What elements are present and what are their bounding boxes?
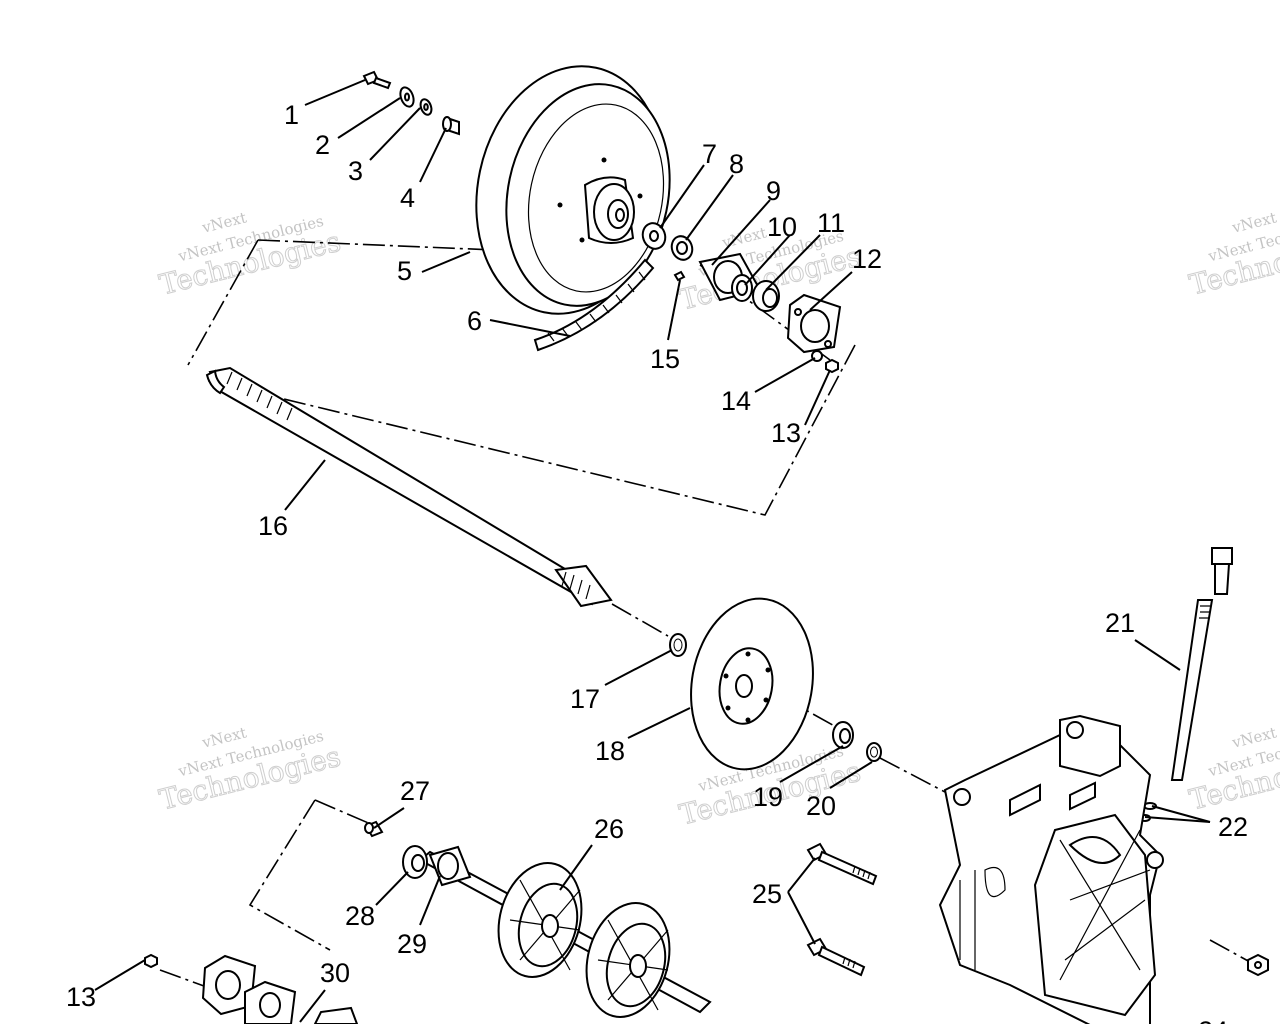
pulley-5 — [475, 65, 671, 315]
seal-28 — [402, 845, 428, 879]
washer-3 — [419, 98, 433, 116]
seal-19 — [832, 721, 854, 749]
callout-30: 30 — [320, 958, 350, 988]
callout-18: 18 — [595, 736, 625, 766]
callout-9: 9 — [766, 176, 781, 206]
leader-lines — [94, 79, 1211, 1023]
bracket-line-top — [257, 239, 496, 251]
lower-bracket-top — [314, 799, 381, 829]
callout-19: 19 — [753, 782, 783, 812]
flange-12 — [786, 293, 842, 354]
chain-6 — [533, 258, 655, 352]
seal-axis-line — [879, 757, 946, 793]
callout-21: 21 — [1105, 608, 1135, 638]
sprocket-26b — [585, 902, 671, 1018]
callout-26: 26 — [594, 814, 624, 844]
callout-28: 28 — [345, 901, 375, 931]
chaincase-housing — [938, 714, 1164, 1024]
callout-12: 12 — [852, 244, 882, 274]
watermark: vNext vNext Technologies Technologies — [156, 723, 345, 817]
shaft-axis-line — [611, 603, 669, 637]
washer-2 — [399, 86, 415, 108]
lower-bracket-left — [248, 799, 331, 951]
callout-11: 11 — [817, 208, 845, 238]
brake-disc-18 — [690, 597, 814, 771]
callout-6: 6 — [467, 306, 482, 336]
bearing-plate-30 — [201, 954, 359, 1024]
spacer-4 — [442, 116, 460, 136]
callout-4: 4 — [400, 183, 415, 213]
callout-20: 20 — [806, 791, 836, 821]
callout-17: 17 — [570, 684, 600, 714]
dipstick-21 — [1170, 547, 1233, 781]
washer-8 — [670, 235, 694, 261]
callout-13: 13 — [771, 418, 801, 448]
sprocket-26a — [497, 862, 583, 978]
watermark: vNext vNext Technologies Technologies — [156, 208, 345, 302]
callout-1: 1 — [284, 100, 299, 130]
callout-7: 7 — [702, 139, 717, 169]
callout-22: 22 — [1218, 812, 1248, 842]
bracket-line-right — [204, 344, 856, 516]
callout-25: 25 — [752, 879, 782, 909]
bracket-line-left — [187, 239, 259, 366]
callout-3: 3 — [348, 156, 363, 186]
callout-5: 5 — [397, 256, 412, 286]
bolt-25b — [806, 937, 866, 977]
washer-7 — [641, 222, 667, 250]
callout-2: 2 — [315, 130, 330, 160]
nut-axis-line — [1209, 939, 1251, 963]
callout-27: 27 — [400, 776, 430, 806]
watermark: vNext vNext Technologies Technologies — [1186, 208, 1280, 302]
callout-15: 15 — [650, 344, 680, 374]
snap-ring-17 — [669, 633, 687, 657]
bearing-11 — [752, 280, 780, 312]
callout-14: 14 — [721, 386, 751, 416]
bolt-1 — [362, 70, 392, 90]
bearing-29 — [428, 845, 472, 887]
callout-labels: 1 2 3 4 5 6 7 8 9 10 11 12 13 14 15 16 1… — [66, 100, 1248, 1024]
nut-13-lower — [144, 953, 158, 969]
o-ring-20 — [866, 742, 882, 762]
nut-24 — [1247, 953, 1269, 977]
bolt-15 — [673, 270, 686, 282]
callout-16: 16 — [258, 511, 288, 541]
shaft-16 — [205, 366, 613, 608]
callout-29: 29 — [397, 929, 427, 959]
callout-13-lower: 13 — [66, 982, 96, 1012]
callout-8: 8 — [729, 149, 744, 179]
bolt-25a — [806, 842, 878, 886]
nut-13 — [825, 358, 839, 374]
callout-10: 10 — [767, 212, 797, 242]
seal-10 — [731, 274, 753, 302]
callout-24: 24 — [1198, 1016, 1228, 1024]
